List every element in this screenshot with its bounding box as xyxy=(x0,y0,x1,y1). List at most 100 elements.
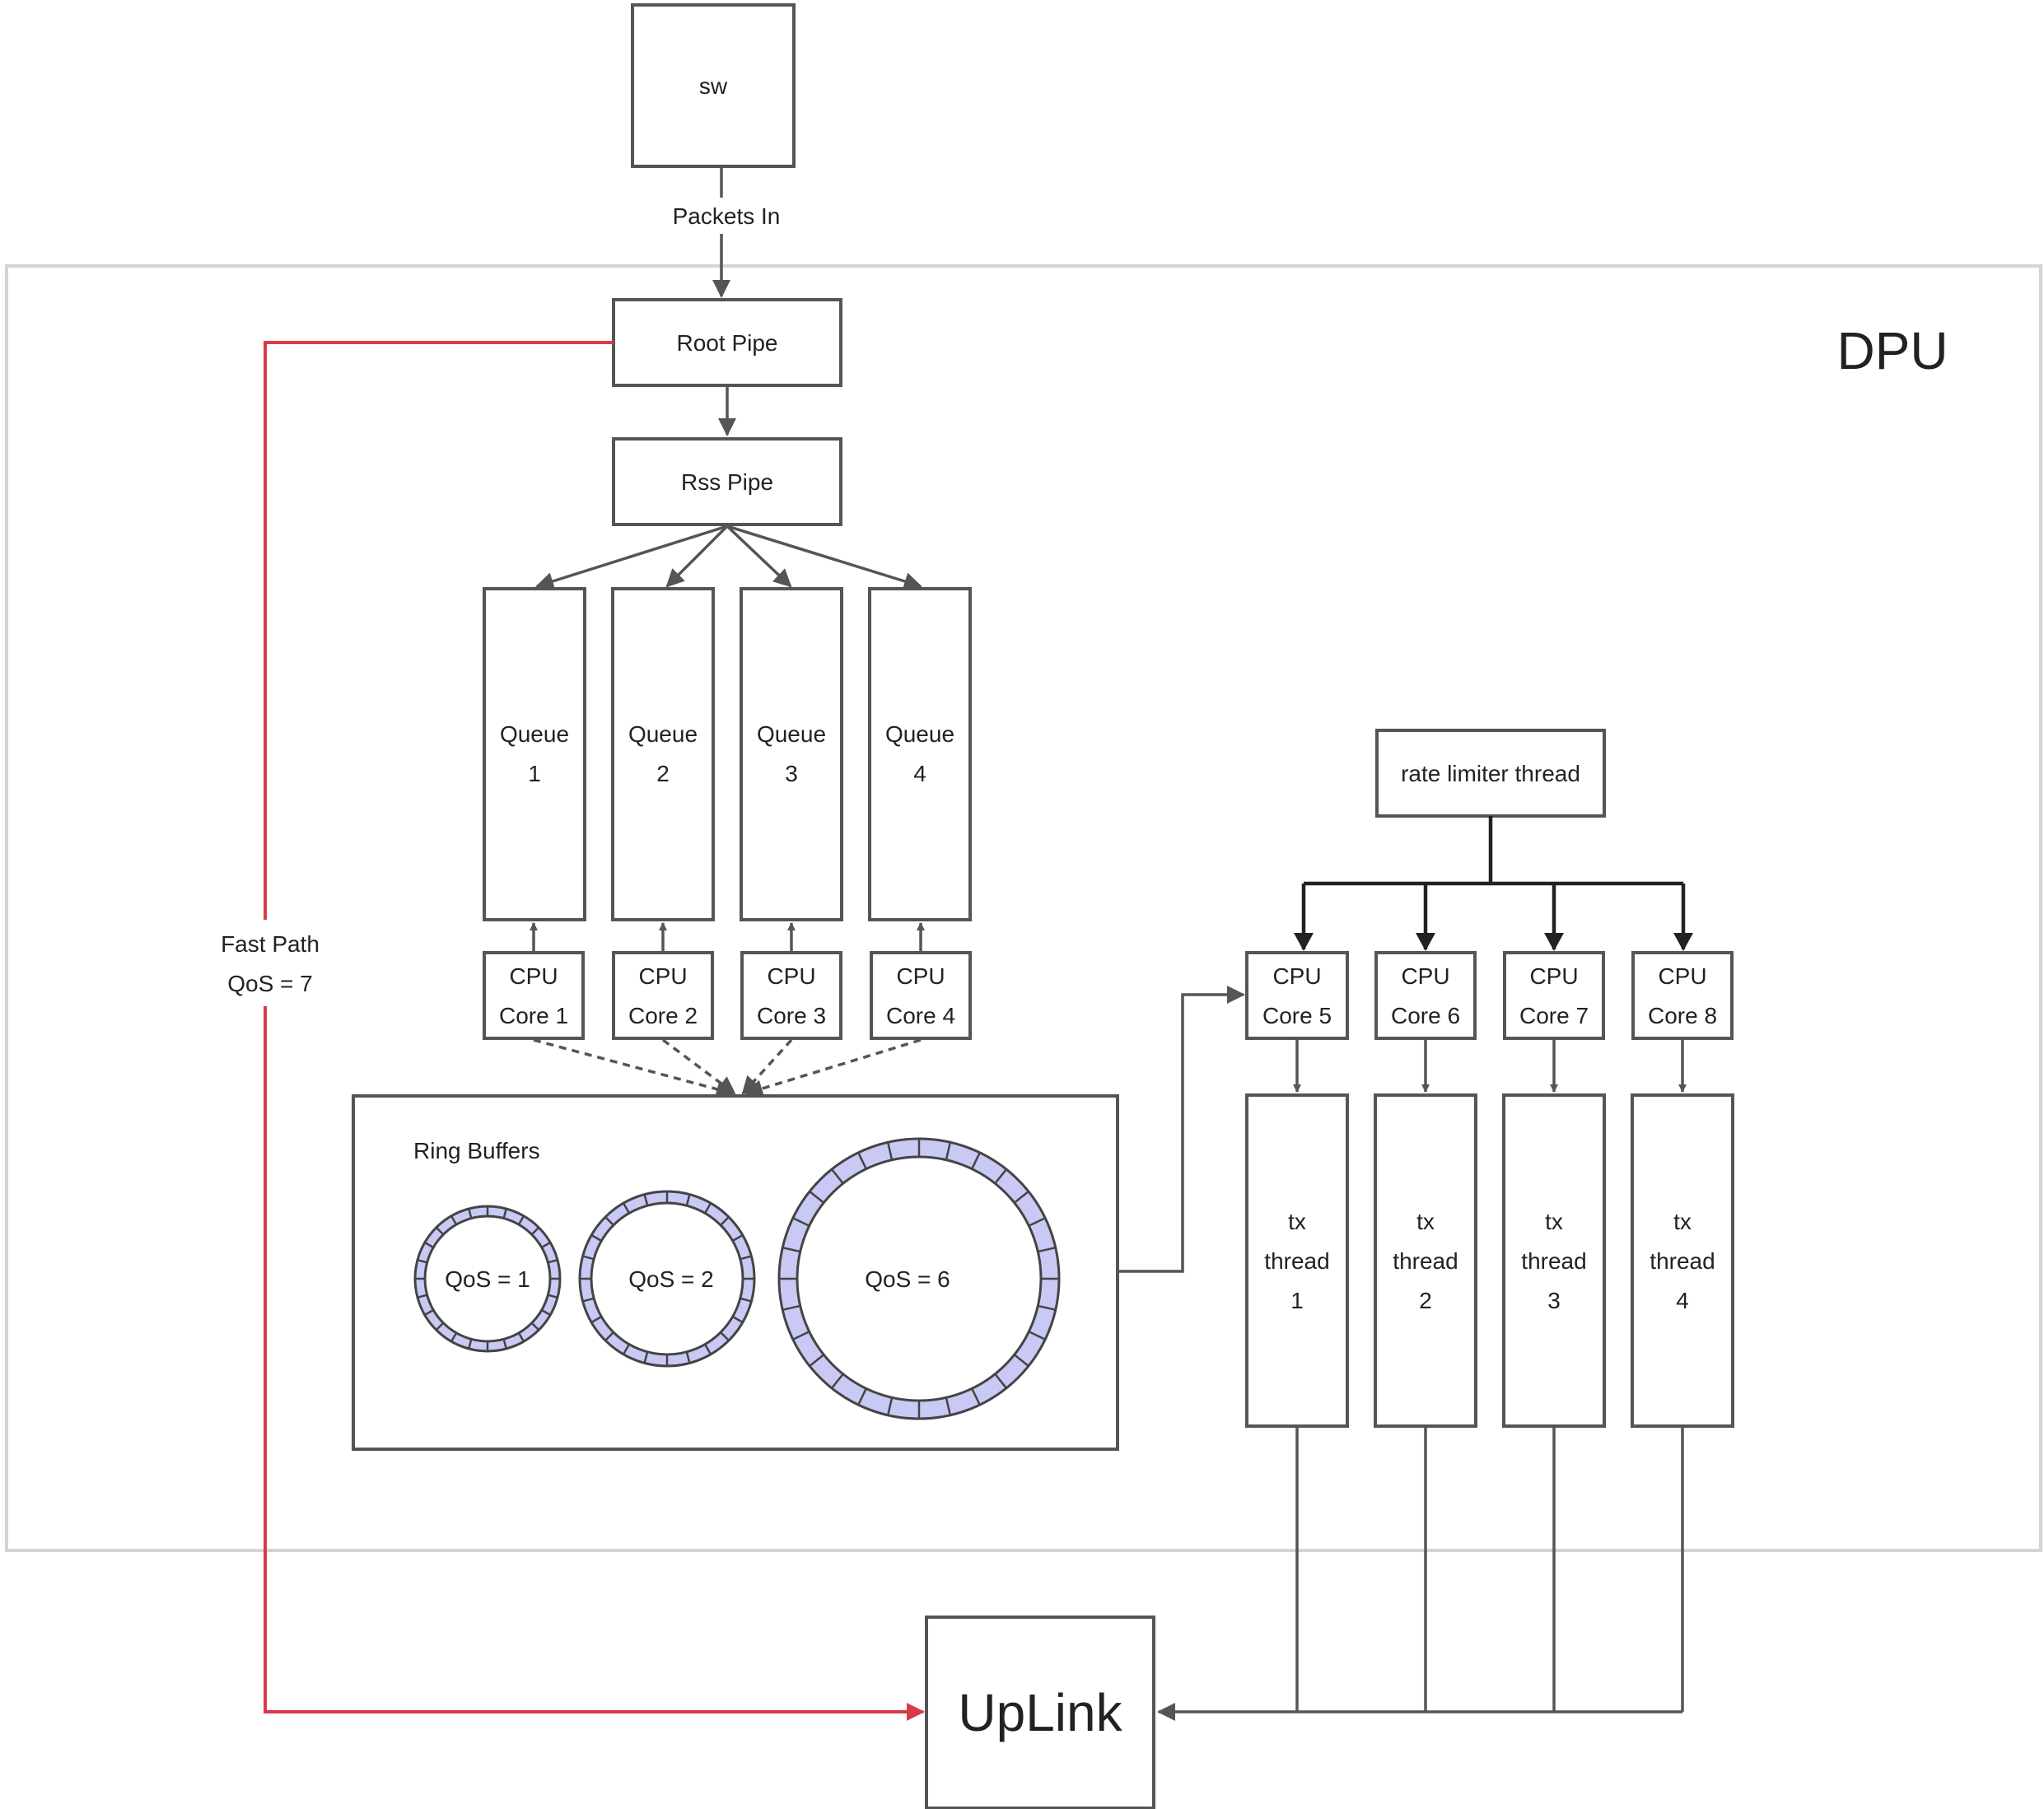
tx-thread-3-l1: tx xyxy=(1545,1209,1563,1234)
ring-segment-divider xyxy=(685,1351,691,1364)
cpu-core-1-line2: Core 1 xyxy=(499,1003,568,1028)
ring-segment-divider xyxy=(703,1344,712,1355)
ring-segment-divider xyxy=(548,1259,558,1264)
ring-segment-divider xyxy=(435,1226,445,1236)
queue-3-number: 3 xyxy=(785,761,798,786)
ring-segment-divider xyxy=(590,1233,602,1243)
ring-segment-divider xyxy=(720,1216,730,1226)
cpu-core-5-line2: Core 5 xyxy=(1262,1003,1332,1028)
tx-thread-4-l3: 4 xyxy=(1676,1288,1689,1313)
fast-path-upper-line xyxy=(264,341,614,920)
ring-buffers-to-core-5-edge xyxy=(1118,986,1245,1273)
cpu-core-3-line2: Core 3 xyxy=(757,1003,826,1028)
tx-thread-1: tx thread 1 xyxy=(1245,1093,1349,1428)
tx-thread-3-l3: 3 xyxy=(1547,1288,1561,1313)
cpu-core-6-line1: CPU xyxy=(1401,963,1449,989)
dpu-label: DPU xyxy=(1836,321,1948,380)
tx-thread-2-l3: 2 xyxy=(1419,1288,1432,1313)
ring-segment-divider xyxy=(622,1344,631,1355)
ring-segment-divider xyxy=(945,1141,952,1160)
tx-thread-4: tx thread 4 xyxy=(1631,1093,1734,1428)
queue-1-title: Queue xyxy=(500,721,569,747)
tx-thread-1-l1: tx xyxy=(1288,1209,1306,1234)
queue-1-number: 1 xyxy=(528,761,541,786)
tx-thread-4-l2: thread xyxy=(1650,1248,1715,1274)
ring-qos-2: QoS = 2 xyxy=(578,1190,756,1368)
rss-pipe-label: Rss Pipe xyxy=(681,469,773,495)
tx-thread-3-l2: thread xyxy=(1521,1248,1586,1274)
tx-thread-1-l2: thread xyxy=(1264,1248,1329,1274)
cpu-core-2: CPU Core 2 xyxy=(612,951,714,1040)
tx-thread-1-l3: 1 xyxy=(1290,1288,1304,1313)
ring-segment-divider xyxy=(590,1315,602,1324)
ring-segment-divider xyxy=(604,1216,614,1226)
rss-to-queue-2-edge xyxy=(665,525,729,588)
fast-path-lower-line xyxy=(264,1006,925,1721)
queue-1: Queue 1 xyxy=(483,587,586,921)
ring-qos-6: QoS = 6 xyxy=(777,1137,1061,1420)
ring-segment-divider xyxy=(517,1332,525,1342)
tx-thread-4-l1: tx xyxy=(1673,1209,1692,1234)
ring-segment-divider xyxy=(685,1194,691,1206)
cpu-core-6-line2: Core 6 xyxy=(1391,1003,1460,1028)
tx-thread-3: tx thread 3 xyxy=(1502,1093,1606,1428)
ring-segment-divider xyxy=(541,1308,551,1317)
ring-segment-divider xyxy=(424,1308,434,1317)
ring-segment-divider xyxy=(831,1168,844,1185)
queue-3-title: Queue xyxy=(757,721,826,747)
ring-segment-divider xyxy=(740,1297,752,1303)
ring-segment-divider xyxy=(886,1141,894,1160)
sw-node: sw xyxy=(631,3,796,168)
cpu-core-8-line2: Core 8 xyxy=(1648,1003,1717,1028)
rate-limiter-thread-node: rate limiter thread xyxy=(1375,729,1606,818)
ring-segment-divider xyxy=(703,1202,712,1214)
cpu-core-7-line2: Core 7 xyxy=(1519,1003,1589,1028)
ring-segment-divider xyxy=(1013,1191,1029,1204)
ring-segment-divider xyxy=(622,1202,631,1214)
ring-segment-divider xyxy=(782,1246,800,1253)
cpu-core-1-line1: CPU xyxy=(509,963,558,989)
ring-segment-divider xyxy=(1013,1354,1029,1367)
cpu-core-4-line2: Core 4 xyxy=(886,1003,955,1028)
ring-segment-divider xyxy=(971,1387,981,1406)
core-1-to-ring-buffers-edge xyxy=(533,1038,735,1098)
ring-segment-divider xyxy=(792,1331,810,1340)
cpu-core-3-line1: CPU xyxy=(767,963,815,989)
ring-segment-divider xyxy=(1038,1246,1057,1253)
ring-segment-divider xyxy=(732,1315,744,1324)
cpu-core-5: CPU Core 5 xyxy=(1245,951,1349,1040)
uplink-node: UpLink xyxy=(925,1616,1155,1809)
ring-qos-1: QoS = 1 xyxy=(413,1205,562,1353)
ring-segment-divider xyxy=(1038,1304,1057,1312)
ring-segment-divider xyxy=(643,1194,649,1206)
ring-qos-2-label: QoS = 2 xyxy=(628,1266,714,1292)
rss-pipe-node: Rss Pipe xyxy=(612,437,842,526)
uplink-label: UpLink xyxy=(958,1683,1122,1742)
ring-segment-divider xyxy=(643,1351,649,1364)
fast-path-label-line1: Fast Path xyxy=(221,931,320,957)
ring-segment-divider xyxy=(468,1208,473,1219)
ring-segment-divider xyxy=(548,1294,558,1298)
cpu-core-7: CPU Core 7 xyxy=(1503,951,1605,1040)
rate-limiter-label: rate limiter thread xyxy=(1401,761,1580,786)
cpu-core-8-line1: CPU xyxy=(1658,963,1706,989)
ring-segment-divider xyxy=(994,1373,1007,1389)
cpu-core-2-line2: Core 2 xyxy=(628,1003,698,1028)
queue-4-title: Queue xyxy=(885,721,954,747)
ring-segment-divider xyxy=(971,1152,981,1170)
ring-segment-divider xyxy=(468,1339,473,1350)
cpu-core-5-line1: CPU xyxy=(1272,963,1321,989)
ring-segment-divider xyxy=(782,1304,800,1312)
cpu-core-3: CPU Core 3 xyxy=(740,951,842,1040)
ring-segment-divider xyxy=(517,1215,525,1225)
ring-qos-1-label: QoS = 1 xyxy=(445,1266,530,1292)
ring-segment-divider xyxy=(582,1255,595,1261)
tx-thread-2-l1: tx xyxy=(1416,1209,1435,1234)
ring-qos-6-label: QoS = 6 xyxy=(865,1266,950,1292)
cpu-core-6: CPU Core 6 xyxy=(1374,951,1477,1040)
queue-4-number: 4 xyxy=(913,761,926,786)
ring-segment-divider xyxy=(417,1294,427,1298)
queue-2-title: Queue xyxy=(628,721,698,747)
ring-segment-divider xyxy=(831,1373,844,1389)
